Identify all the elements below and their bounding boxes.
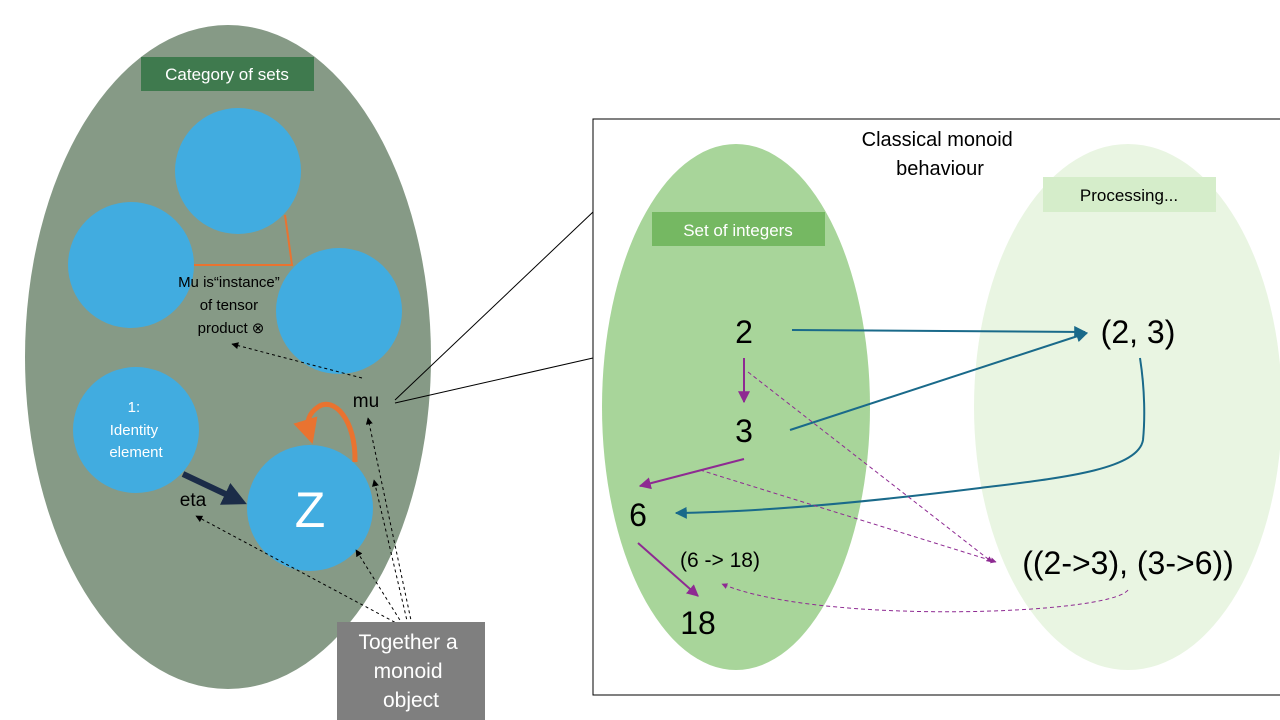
arrow-2-to-pair — [791, 325, 1087, 338]
identity-circle — [73, 367, 199, 493]
together-to-mu-dashed-arrow — [365, 417, 413, 626]
panel-title-line-1: Classical monoid — [862, 129, 1013, 151]
panel-title: Classical monoid behaviour — [862, 129, 1019, 180]
eta-arrow — [181, 471, 247, 505]
zoom-line-bottom — [394, 357, 594, 404]
composed-value: ((2->3), (3->6)) — [1022, 545, 1234, 581]
set-circle-top — [175, 108, 301, 234]
category-label: Category of sets — [165, 65, 289, 84]
together-to-z-dashed-arrow — [355, 549, 404, 626]
dashed-2-to-composed — [747, 371, 993, 563]
value-6: 6 — [629, 497, 647, 533]
together-to-eta-dashed-arrow — [195, 515, 401, 626]
arrow-3-to-6 — [638, 458, 745, 490]
together-line-2: monoid — [374, 660, 443, 683]
set-of-integers-ellipse — [602, 144, 870, 670]
identity-line-3: element — [109, 444, 163, 461]
together-monoid-label: Together a monoid object — [358, 631, 463, 712]
value-2: 2 — [735, 314, 753, 350]
together-line-3: object — [383, 689, 439, 712]
processing-ellipse — [974, 144, 1280, 670]
dashed-3-to-composed — [699, 469, 997, 564]
mu-note: Mu is“instance” of tensor product ⊗ — [178, 274, 284, 337]
value-3: 3 — [735, 413, 753, 449]
zoom-line-top — [394, 211, 594, 401]
mu-note-line-1: Mu is“instance” — [178, 274, 280, 291]
arrow-pair-to-6 — [674, 357, 1146, 519]
mapping-value: (6 -> 18) — [680, 549, 760, 572]
dashed-composed-to-mapping — [721, 583, 1129, 613]
z-label: Z — [295, 482, 326, 538]
mu-label: mu — [353, 391, 379, 412]
mu-note-line-2: of tensor — [200, 297, 258, 314]
set-of-integers-label: Set of integers — [683, 221, 793, 240]
value-18: 18 — [680, 605, 716, 641]
category-label-box — [141, 57, 314, 91]
processing-label-box — [1043, 177, 1216, 212]
together-line-1: Together a — [358, 631, 458, 654]
mu-to-note-dashed-arrow — [231, 342, 363, 379]
panel-title-line-2: behaviour — [896, 158, 984, 180]
eta-label: eta — [180, 490, 207, 511]
z-circle — [247, 445, 373, 571]
mu-note-line-3: product ⊗ — [198, 320, 265, 337]
identity-line-2: Identity — [110, 422, 159, 439]
mu-loop-arrow — [293, 401, 358, 463]
identity-element-label: 1: Identity element — [109, 399, 163, 461]
pair-value: (2, 3) — [1101, 314, 1176, 350]
together-monoid-box — [337, 622, 485, 720]
processing-label: Processing... — [1080, 186, 1178, 205]
set-circle-right — [276, 248, 402, 374]
arrow-3-to-pair — [789, 330, 1089, 431]
set-circle-left — [68, 202, 194, 328]
set-of-integers-label-box — [652, 212, 825, 246]
arrow-6-to-18 — [637, 542, 699, 597]
tensor-product-connector — [194, 214, 294, 266]
together-to-loop-dashed-arrow — [372, 479, 409, 626]
identity-line-1: 1: — [128, 399, 141, 416]
